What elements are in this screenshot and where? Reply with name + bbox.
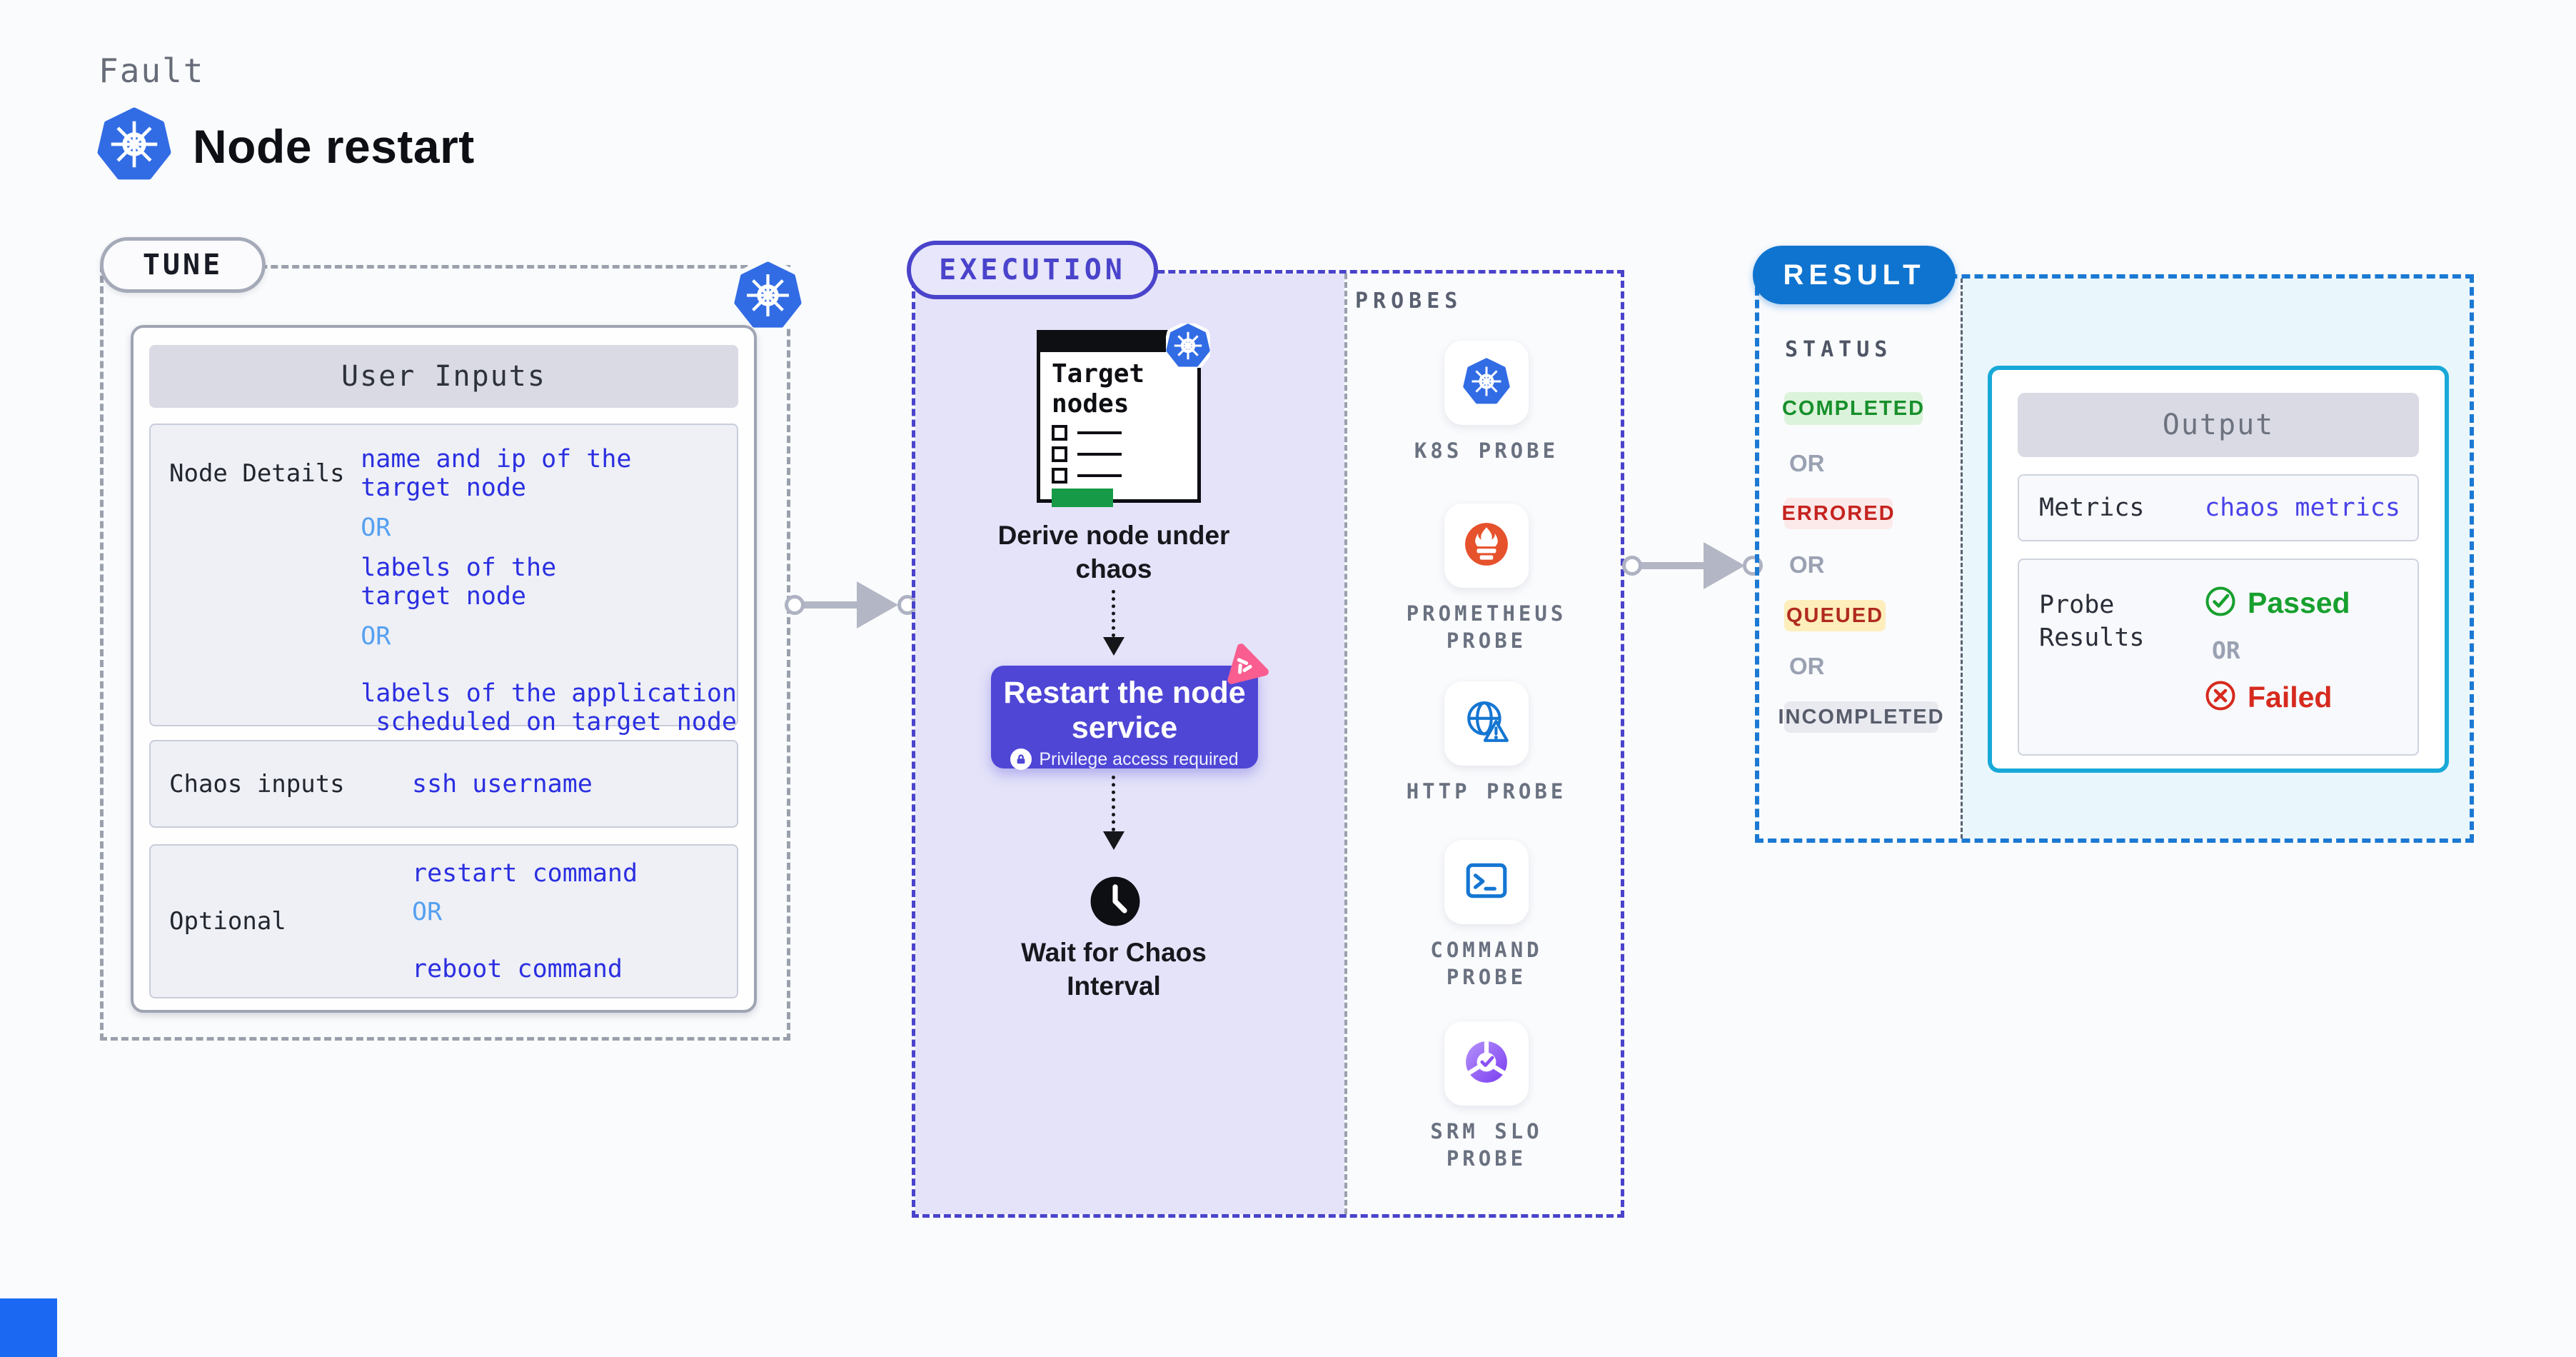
prometheus-icon bbox=[1463, 521, 1510, 571]
checkbox-icon bbox=[1052, 425, 1067, 441]
flow-arrow-down bbox=[1112, 776, 1115, 831]
kubernetes-icon bbox=[730, 257, 806, 332]
probe-card-prometheus bbox=[1444, 504, 1529, 588]
restart-node-service-node: Restart the node service Privilege acces… bbox=[991, 666, 1258, 770]
privilege-label: Privilege access required bbox=[1039, 748, 1239, 769]
privilege-row: Privilege access required bbox=[991, 748, 1258, 770]
probe-results-row: Probe Results Passed OR Failed bbox=[2018, 559, 2419, 756]
node-list-item bbox=[1052, 468, 1197, 484]
fault-eyebrow: Fault bbox=[99, 51, 205, 90]
status-badge-incompleted: INCOMPLETED bbox=[1778, 701, 1943, 733]
chaos-icon bbox=[1217, 636, 1273, 692]
kubernetes-icon bbox=[1463, 357, 1510, 409]
or-separator: OR bbox=[1789, 653, 1825, 679]
probe-results-label: Probe Results bbox=[2039, 591, 2145, 652]
globe-warning-icon bbox=[1463, 698, 1510, 749]
failed-indicator: Failed bbox=[2205, 680, 2350, 715]
kubernetes-icon bbox=[97, 107, 171, 185]
node-details-values: name and ip of the target node OR labels… bbox=[361, 425, 737, 736]
app-labels-value: labels of the application scheduled on t… bbox=[361, 679, 737, 736]
node-details-label: Node Details bbox=[169, 459, 345, 488]
ssh-username-value: ssh username bbox=[412, 769, 593, 798]
status-badge-errored: ERRORED bbox=[1782, 498, 1894, 529]
probe-label: COMMAND PROBE bbox=[1430, 938, 1543, 989]
user-inputs-header: User Inputs bbox=[149, 345, 738, 408]
probe-label: SRM SLO PROBE bbox=[1430, 1119, 1543, 1171]
probes-heading: PROBES bbox=[1355, 289, 1463, 314]
title-row: Node restart bbox=[97, 107, 475, 185]
kubernetes-icon bbox=[1162, 320, 1214, 371]
line-placeholder bbox=[1077, 474, 1122, 477]
probe-card-command bbox=[1444, 840, 1529, 924]
output-panel: Output Metrics chaos metrics Probe Resul… bbox=[1988, 366, 2449, 773]
or-separator: OR bbox=[361, 514, 391, 542]
passed-label: Passed bbox=[2248, 586, 2350, 619]
lock-icon bbox=[1010, 748, 1032, 770]
target-nodes-title: Target nodes bbox=[1052, 359, 1145, 419]
result-pill: RESULT bbox=[1753, 246, 1956, 304]
or-separator: OR bbox=[361, 622, 391, 651]
tune-section-box bbox=[100, 265, 790, 1041]
tune-pill: TUNE bbox=[100, 237, 266, 293]
restart-command-value: restart command bbox=[412, 859, 638, 888]
checkbox-icon bbox=[1052, 446, 1067, 462]
execution-pill: EXECUTION bbox=[907, 241, 1158, 299]
probe-results-values: Passed OR Failed bbox=[2205, 560, 2350, 754]
node-list-item bbox=[1052, 446, 1197, 462]
probe-card-http bbox=[1444, 681, 1529, 766]
failed-label: Failed bbox=[2248, 681, 2333, 713]
probe-label: HTTP PROBE bbox=[1406, 779, 1567, 803]
flow-arrow-down bbox=[1112, 590, 1115, 637]
pie-check-icon bbox=[1463, 1038, 1510, 1089]
restart-node-title: Restart the node service bbox=[1003, 676, 1246, 745]
progress-bar bbox=[1052, 489, 1113, 507]
wait-chaos-label: Wait for Chaos Interval bbox=[1021, 938, 1207, 1001]
metrics-label: Metrics bbox=[2039, 494, 2145, 522]
optional-row: Optional restart command OR reboot comma… bbox=[149, 844, 738, 998]
node-list-item bbox=[1052, 425, 1197, 441]
target-nodes-card: Target nodes bbox=[1037, 320, 1214, 507]
terminal-icon bbox=[1463, 857, 1510, 908]
check-circle-icon bbox=[2205, 586, 2236, 621]
probes-divider bbox=[1344, 274, 1347, 1214]
status-badge-queued: QUEUED bbox=[1784, 600, 1886, 631]
arrowhead-icon bbox=[1103, 831, 1125, 850]
clock-icon bbox=[1088, 874, 1142, 928]
checkbox-icon bbox=[1052, 468, 1067, 484]
or-separator: OR bbox=[1789, 551, 1825, 578]
optional-values: restart command OR reboot command bbox=[412, 859, 737, 983]
node-details-row: Node Details name and ip of the target n… bbox=[149, 424, 738, 736]
probe-card-k8s bbox=[1444, 341, 1529, 425]
arrowhead-icon bbox=[1103, 637, 1125, 656]
node-name-ip-value: name and ip of the target node bbox=[361, 445, 632, 502]
x-circle-icon bbox=[2205, 680, 2236, 715]
passed-indicator: Passed bbox=[2205, 586, 2350, 621]
or-separator: OR bbox=[1789, 450, 1825, 476]
status-badge-completed: COMPLETED bbox=[1782, 392, 1923, 425]
node-labels-value: labels of the target node bbox=[361, 554, 557, 611]
probe-label: K8S PROBE bbox=[1414, 439, 1559, 463]
user-inputs-panel: User Inputs Node Details name and ip of … bbox=[131, 325, 757, 1013]
line-placeholder bbox=[1077, 453, 1122, 456]
or-separator: OR bbox=[412, 898, 443, 926]
output-header: Output bbox=[2018, 393, 2419, 457]
optional-label: Optional bbox=[169, 907, 286, 936]
or-separator: OR bbox=[2212, 636, 2240, 664]
probe-label: PROMETHEUS PROBE bbox=[1406, 601, 1567, 653]
line-placeholder bbox=[1077, 431, 1122, 434]
chaos-inputs-row: Chaos inputs ssh username bbox=[149, 740, 738, 828]
derive-node-label: Derive node under chaos bbox=[997, 521, 1230, 584]
reboot-command-value: reboot command bbox=[412, 955, 623, 983]
status-heading: STATUS bbox=[1785, 337, 1893, 362]
probe-card-srm-slo bbox=[1444, 1021, 1529, 1106]
corner-accent bbox=[0, 1298, 57, 1357]
status-output-divider bbox=[1961, 279, 1963, 838]
chaos-inputs-label: Chaos inputs bbox=[169, 769, 345, 798]
chaos-metrics-link[interactable]: chaos metrics bbox=[2205, 494, 2400, 522]
metrics-row: Metrics chaos metrics bbox=[2018, 474, 2419, 541]
page-title: Node restart bbox=[193, 119, 475, 173]
